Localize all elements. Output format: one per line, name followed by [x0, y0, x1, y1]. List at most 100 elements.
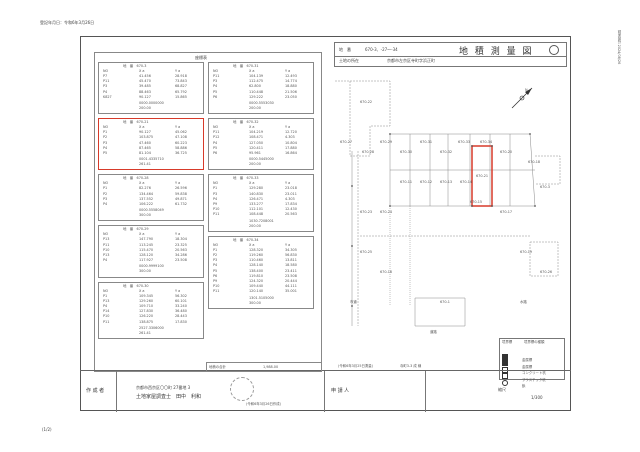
- coord-cell: 23.508: [175, 258, 187, 263]
- registration-date: 登記年月日：令和6年3月26日: [40, 20, 95, 25]
- coord-cell: 129.222: [249, 94, 264, 99]
- coord-cell: 39.485: [139, 84, 151, 89]
- coord-area: 0000.5558049: [139, 208, 164, 213]
- coord-cell: 28.443: [175, 314, 187, 319]
- coord-total: 300.00: [139, 269, 151, 274]
- coord-col-header: X a: [139, 288, 145, 293]
- coord-cell: P10: [213, 207, 220, 212]
- legend-symbol-icon: [502, 353, 508, 360]
- scale-value: 1/300: [531, 395, 543, 400]
- legend-symbol-icon: [502, 360, 508, 366]
- creator-label-cell: 作 成 者: [80, 371, 117, 412]
- coord-cell: 110.448: [249, 89, 264, 94]
- coord-total: 261.41: [139, 162, 151, 167]
- coord-cell: 23.018: [285, 186, 297, 191]
- coord-col-header: NO: [103, 181, 109, 186]
- parcel-label: 670-32: [440, 150, 453, 154]
- coord-col-header: X a: [139, 181, 145, 186]
- coord-cell: P4: [103, 303, 108, 308]
- coord-cell: 13.811: [285, 258, 297, 263]
- coord-cell: 103.875: [139, 135, 154, 140]
- coord-col-header: NO: [213, 242, 219, 247]
- coord-cell: 23.325: [175, 242, 187, 247]
- coord-cell: P11: [103, 319, 110, 324]
- coord-col-header: X a: [139, 125, 145, 130]
- coord-cell: 23.011: [285, 191, 297, 196]
- coord-cell: 109.345: [139, 293, 154, 298]
- coord-cell: 18.580: [285, 263, 297, 268]
- coord-cell: P4: [103, 258, 108, 263]
- parcel-label: 670-15: [470, 200, 483, 204]
- coord-cell: 47.460: [139, 140, 151, 145]
- parcel-label: 670-30: [400, 150, 413, 154]
- coord-cell: P9: [213, 201, 218, 206]
- coord-cell: P11: [213, 130, 220, 135]
- road-label: 道路: [430, 330, 437, 334]
- coord-cell: 106.222: [139, 201, 154, 206]
- parcel-label: 670-24: [380, 210, 393, 214]
- coord-area: 1030.7208001: [249, 218, 274, 223]
- coord-cell: 108.471: [249, 135, 264, 140]
- coord-cell: 17.834: [285, 201, 297, 206]
- coord-col-header: X a: [249, 242, 255, 247]
- coord-table-label: 地 番 670-28: [123, 176, 149, 181]
- coord-cell: 65.792: [175, 89, 187, 94]
- coord-table-label: 地 番 670-32: [233, 120, 259, 125]
- coord-cell: 120.411: [249, 145, 264, 150]
- coord-cell: 36.725: [175, 150, 187, 155]
- coord-col-header: X a: [139, 69, 145, 73]
- coord-col-header: Y a: [285, 125, 291, 130]
- coord-cell: 56.830: [285, 252, 297, 257]
- legend-text: 金属標: [522, 358, 533, 362]
- coord-cell: P11: [103, 242, 110, 247]
- coord-cell: 58.886: [175, 145, 187, 150]
- legend-symbol-icon: [502, 379, 508, 386]
- coord-cell: 120.140: [249, 289, 264, 294]
- parcel-label: 670-18: [528, 160, 541, 164]
- coord-cell: 115.470: [139, 247, 154, 252]
- coord-cell: 108.448: [249, 212, 264, 217]
- legend-text: 金属標: [522, 364, 533, 369]
- coord-cell: 60.101: [175, 298, 187, 303]
- coord-cell: P5: [103, 150, 108, 155]
- coord-col-header: NO: [213, 181, 219, 186]
- coord-cell: 28.918: [175, 74, 187, 78]
- coord-cell: 127.050: [249, 140, 264, 145]
- coord-cell: P5: [213, 268, 218, 273]
- coord-cell: 33.240: [175, 303, 187, 308]
- coord-cell: 16.864: [285, 150, 297, 155]
- coord-col-header: NO: [213, 125, 219, 130]
- coord-col-header: Y a: [285, 181, 291, 186]
- coord-cell: 41.456: [139, 74, 151, 78]
- coord-cell: P9: [213, 278, 218, 283]
- coord-cell: 23.508: [285, 273, 297, 278]
- coord-cell: 90.127: [139, 130, 151, 135]
- coord-table-label: 地 番 670-33: [233, 176, 259, 181]
- coord-cell: P5: [213, 145, 218, 150]
- coord-area: 0001.4335710: [139, 157, 164, 162]
- scale-cell: 縮尺 1/300: [495, 371, 571, 412]
- coord-cell: P1: [213, 186, 218, 191]
- coord-cell: 127.830: [139, 309, 154, 314]
- coord-cell: 12.493: [285, 74, 297, 78]
- seal-stamp-icon: [230, 377, 254, 401]
- coord-cell: P4: [213, 140, 218, 145]
- coord-table-label: 地 番 670-29: [123, 227, 149, 232]
- coord-cell: 23.411: [285, 268, 297, 273]
- road-label: 市道: [350, 300, 357, 304]
- coord-cell: 109.440: [249, 284, 264, 289]
- legend-item: 鋲: [502, 372, 525, 391]
- legend-item: プラスチック杭: [502, 366, 546, 385]
- coord-cell: 147.790: [139, 237, 154, 242]
- coord-cell: 10.804: [285, 140, 297, 145]
- coord-cell: 109.710: [139, 303, 154, 308]
- coord-cell: 49.871: [175, 196, 187, 201]
- coord-col-header: NO: [103, 69, 109, 73]
- coord-cell: 128.320: [249, 247, 264, 252]
- creator-label: 作 成 者: [86, 388, 105, 394]
